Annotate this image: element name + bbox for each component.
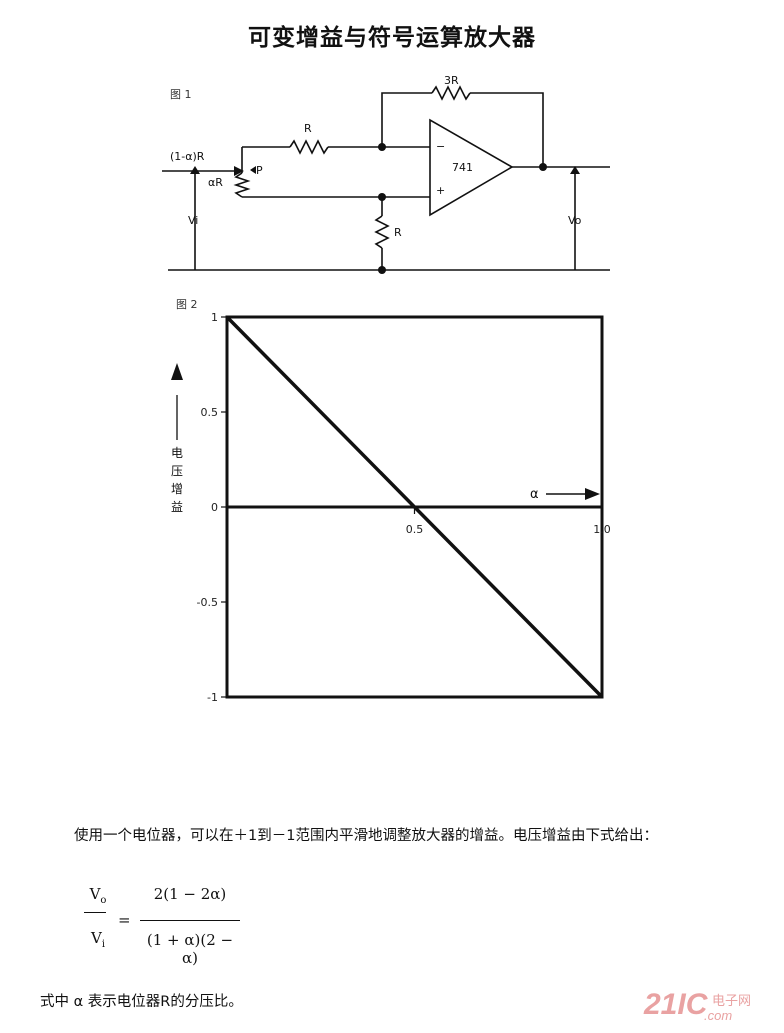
- label-vout: Vo: [568, 214, 582, 227]
- formula-rhs-den: (1 + α)(2 − α): [146, 931, 234, 967]
- watermark-logo: 21IC: [644, 988, 708, 1021]
- watermark-domain: .com: [704, 1008, 733, 1023]
- formula-equals: =: [118, 911, 131, 929]
- formula-lhs-den: Vi: [90, 929, 106, 950]
- label-bottom-pot: αR: [208, 176, 223, 189]
- y-tick-label: 0.5: [201, 406, 219, 419]
- label-top-pot: (1-α)R: [170, 150, 205, 163]
- y-axis-label-char: 电: [171, 446, 183, 460]
- formula-note: 式中 α 表示电位器R的分压比。: [40, 994, 243, 1010]
- label-minus: −: [436, 140, 445, 153]
- figure2-label: 图 2: [176, 298, 198, 311]
- y-tick-label: 0: [211, 501, 218, 514]
- formula-lhs-num: Vo: [89, 885, 107, 906]
- watermark-cn: 电子网: [712, 993, 752, 1008]
- figure1-label: 图 1: [170, 88, 192, 101]
- x-direction-arrow: [585, 488, 600, 500]
- x-axis-label: α: [530, 487, 539, 502]
- formula-rhs-num: 2(1 − 2α): [153, 885, 227, 903]
- formula-lhs-line: [84, 912, 106, 913]
- label-plus: +: [436, 184, 445, 197]
- y-tick-label: -0.5: [197, 596, 218, 609]
- x-tick-label: 1.0: [593, 523, 611, 536]
- y-axis-label-char: 益: [171, 500, 183, 514]
- label-r-ground: R: [394, 226, 402, 239]
- y-axis-label-char: 增: [171, 482, 183, 496]
- y-axis-label-char: 压: [171, 464, 183, 478]
- gain-chart: 1 0.5 0 -0.5 -1 0.5 1.0 电压增益 α: [171, 311, 611, 704]
- label-3r: 3R: [444, 74, 459, 87]
- formula-rhs-line: [140, 920, 240, 921]
- body-paragraph: 使用一个电位器，可以在＋1到－1范围内平滑地调整放大器的增益。电压增益由下式给出…: [74, 828, 658, 844]
- circuit-diagram: 3R R (1-α)R αR P 741 − + R Vi Vo: [162, 74, 610, 274]
- page-title: 可变增益与符号运算放大器: [248, 25, 536, 51]
- y-tick-label: -1: [207, 691, 218, 704]
- label-pot: P: [256, 164, 263, 177]
- y-direction-arrow: [171, 363, 183, 380]
- x-tick-label: 0.5: [406, 523, 424, 536]
- label-vin: Vi: [188, 214, 198, 227]
- label-r-input: R: [304, 122, 312, 135]
- label-opamp: 741: [452, 161, 473, 174]
- y-tick-label: 1: [211, 311, 218, 324]
- gain-line: [225, 315, 604, 699]
- gain-formula: Vo Vi = 2(1 − 2α) (1 + α)(2 − α): [78, 885, 278, 967]
